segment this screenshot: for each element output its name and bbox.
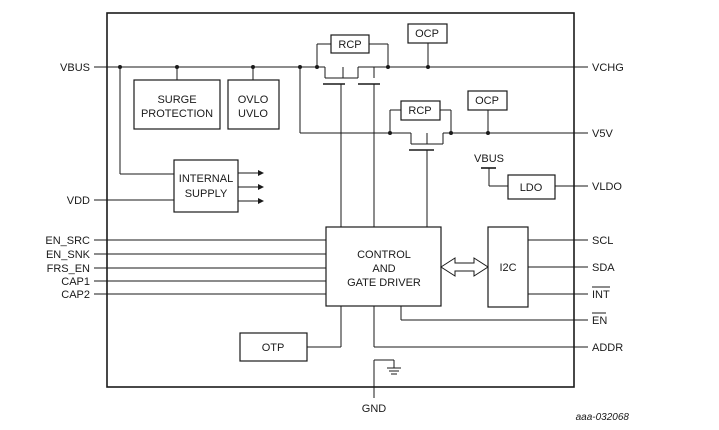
internal-supply-box [173, 159, 239, 213]
pin-gnd: GND [362, 403, 387, 415]
ldo-vbus-label: VBUS [474, 153, 504, 165]
surge-label-2: PROTECTION [141, 108, 213, 120]
main-mosfet-switch [323, 66, 390, 227]
control-label-1: CONTROL [357, 249, 411, 261]
i2c-label: I2C [499, 262, 516, 274]
rcp-mid-label: RCP [408, 105, 431, 117]
pin-vbus: VBUS [60, 62, 90, 74]
pin-cap1: CAP1 [61, 276, 90, 288]
control-label-2: AND [372, 263, 395, 275]
pin-en: EN [592, 315, 607, 327]
supply-output-arrows [238, 170, 264, 204]
pin-vdd: VDD [67, 195, 90, 207]
ldo-box [507, 174, 556, 200]
pin-v5v: V5V [592, 128, 613, 140]
surge-label-1: SURGE [157, 94, 196, 106]
pin-frs-en: FRS_EN [47, 263, 90, 275]
pin-scl: SCL [592, 235, 613, 247]
otp-label: OTP [262, 342, 285, 354]
pin-cap2: CAP2 [61, 289, 90, 301]
ldo-label: LDO [520, 182, 543, 194]
pin-en-src: EN_SRC [45, 235, 90, 247]
ocp-top-label: OCP [415, 28, 439, 40]
i2c-box [487, 226, 529, 308]
pin-addr: ADDR [592, 342, 623, 354]
figure-reference: aaa-032068 [576, 412, 630, 423]
ovlo-uvlo-box [227, 79, 280, 130]
internal-label-1: INTERNAL [179, 173, 233, 185]
control-label-3: GATE DRIVER [347, 277, 421, 289]
ovlo-label: OVLO [238, 94, 269, 106]
pin-vchg: VCHG [592, 62, 624, 74]
v5v-mosfet-switch [409, 133, 444, 227]
rcp-top-label: RCP [338, 39, 361, 51]
otp-box [239, 332, 308, 362]
ocp-mid-label: OCP [475, 95, 499, 107]
pin-int: INT [592, 289, 610, 301]
control-gate-driver-box [325, 226, 442, 307]
ground-symbol-icon [373, 359, 401, 398]
bidirectional-bus-arrow [440, 257, 489, 277]
pin-en-snk: EN_SNK [46, 249, 91, 261]
internal-label-2: SUPPLY [185, 188, 228, 200]
pin-sda: SDA [592, 262, 615, 274]
uvlo-label: UVLO [238, 108, 268, 120]
pin-vldo: VLDO [592, 181, 622, 193]
